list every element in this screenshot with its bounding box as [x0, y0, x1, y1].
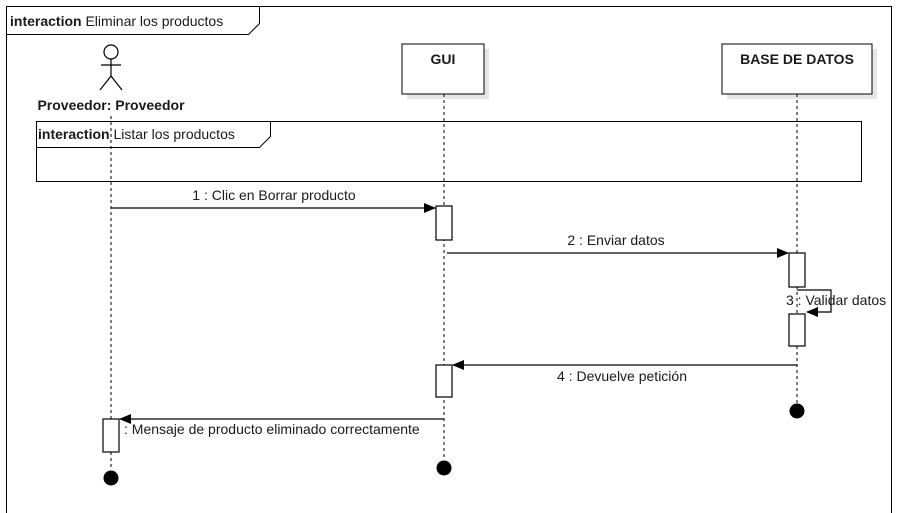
- db-lifeline-label: BASE DE DATOS: [740, 51, 854, 67]
- message-3-arrow: [797, 289, 832, 317]
- message-2-label: 2 : Enviar datos: [567, 232, 664, 248]
- gui-end-node: [436, 460, 452, 476]
- db-activation-1: [788, 252, 806, 288]
- interaction-frame-tab: [6, 6, 260, 35]
- actor-activation: [102, 418, 120, 453]
- gui-lifeline-head[interactable]: [401, 43, 485, 95]
- db-activation-2: [788, 313, 806, 347]
- gui-activation-1: [435, 205, 453, 241]
- listar-fragment-tab: [36, 121, 271, 148]
- listar-fragment[interactable]: [36, 121, 862, 182]
- db-end-node: [789, 403, 805, 419]
- interaction-frame: [6, 6, 892, 513]
- stick-figure-icon: [99, 44, 123, 91]
- message-3-label: 3 : Validar datos: [786, 292, 886, 308]
- gui-activation-2: [435, 364, 453, 398]
- listar-fragment-title: interaction Listar los productos: [38, 126, 235, 142]
- gui-lifeline-label: GUI: [431, 51, 456, 67]
- message-4-label: 4 : Devuelve petición: [557, 368, 687, 384]
- message-1-label: 1 : Clic en Borrar producto: [192, 187, 356, 203]
- actor-end-node: [103, 470, 119, 486]
- interaction-frame-title: interaction Eliminar los productos: [10, 13, 223, 29]
- actor-label: Proveedor: Proveedor: [37, 97, 185, 113]
- message-5-label: : Mensaje de producto eliminado correcta…: [124, 421, 420, 437]
- db-lifeline-head[interactable]: [721, 43, 873, 95]
